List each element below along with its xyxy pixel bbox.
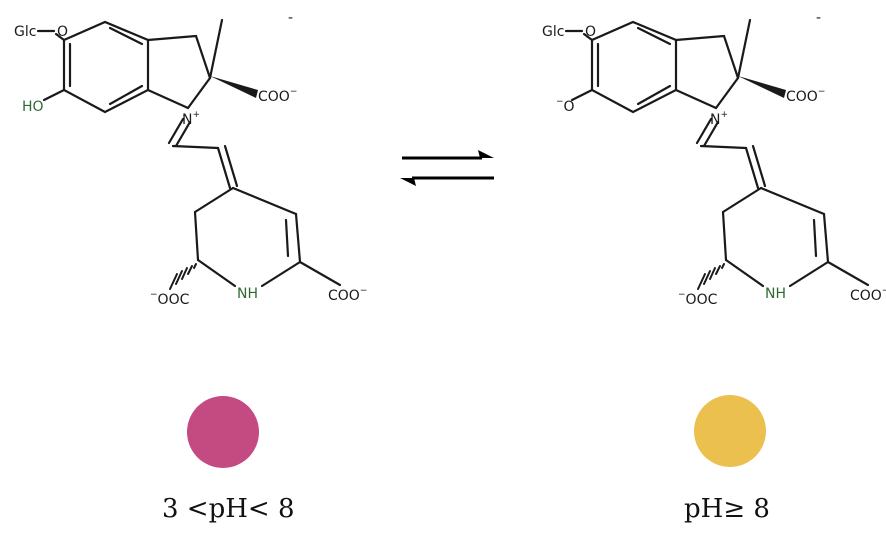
right-ph-caption: pH≥ 8 <box>684 494 770 524</box>
stray-mark: - <box>816 10 821 26</box>
carboxylate-top: COO− <box>786 87 825 105</box>
ether-oxygen: O <box>585 24 596 40</box>
right-molecule: Glc O −O COO− N+ −OOC NH COO− - <box>542 10 886 308</box>
carboxylate-right: COO− <box>328 286 367 304</box>
phenoxide-label: −O <box>556 97 575 115</box>
carboxylate-top: COO− <box>258 87 297 105</box>
basic-color-swatch <box>694 395 766 467</box>
left-molecule: Glc O HO COO− N+ −OOC NH COO− - <box>14 10 367 308</box>
carboxylate-left: −OOC <box>150 290 190 308</box>
carboxylate-right: COO− <box>850 286 886 304</box>
equilibrium-arrows-icon <box>400 150 494 186</box>
acidic-color-swatch <box>187 396 259 468</box>
ether-oxygen: O <box>57 24 68 40</box>
carboxylate-left: −OOC <box>678 290 718 308</box>
ring-nh: NH <box>765 286 786 302</box>
ring-nh: NH <box>237 286 258 302</box>
indolium-nitrogen: N+ <box>182 110 200 128</box>
glc-label: Glc <box>542 24 564 40</box>
glc-label: Glc <box>14 24 36 40</box>
hydroxyl-label: HO <box>22 99 44 115</box>
stray-mark: - <box>288 10 293 26</box>
left-ph-caption: 3 <pH< 8 <box>162 494 295 524</box>
indolium-nitrogen: N+ <box>710 110 728 128</box>
